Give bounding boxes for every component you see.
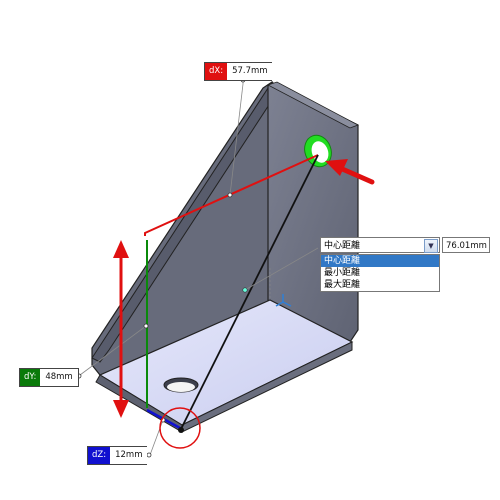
endpoint-selection-circle[interactable]	[159, 407, 201, 449]
dx-label: dX:	[205, 63, 228, 80]
chevron-down-icon[interactable]: ▼	[424, 239, 438, 253]
distance-measure-line	[180, 154, 319, 430]
distance-mode-options: 中心距離 最小距離 最大距離	[320, 254, 440, 292]
axis-triad-icon	[269, 268, 292, 307]
dz-measure-box: dZ: 12mm	[87, 446, 148, 465]
dy-label: dY:	[20, 369, 41, 386]
option-max-distance[interactable]: 最大距離	[324, 280, 361, 290]
distance-mode-select[interactable]: 中心距離 ▼	[320, 237, 440, 253]
option-min-distance[interactable]: 最小距離	[324, 268, 361, 278]
distance-value: 76.01mm	[442, 237, 490, 253]
base-hole[interactable]	[163, 377, 199, 393]
vertical-double-arrow	[113, 240, 129, 418]
dy-value: 48mm	[40, 369, 78, 386]
dx-value: 57.7mm	[227, 63, 273, 80]
distance-mode-selected: 中心距離	[324, 241, 361, 251]
option-center-distance[interactable]: 中心距離	[321, 255, 439, 267]
dy-measure-box: dY: 48mm	[19, 368, 79, 387]
distance-mode-dropdown[interactable]: 中心距離 ▼ 中心距離 最小距離 最大距離	[320, 237, 440, 292]
dz-label: dZ:	[88, 447, 111, 464]
dz-value: 12mm	[110, 447, 148, 464]
pointer-arrow	[325, 159, 375, 185]
dx-dimension-lines	[144, 77, 319, 236]
dx-measure-box: dX: 57.7mm	[204, 62, 273, 81]
